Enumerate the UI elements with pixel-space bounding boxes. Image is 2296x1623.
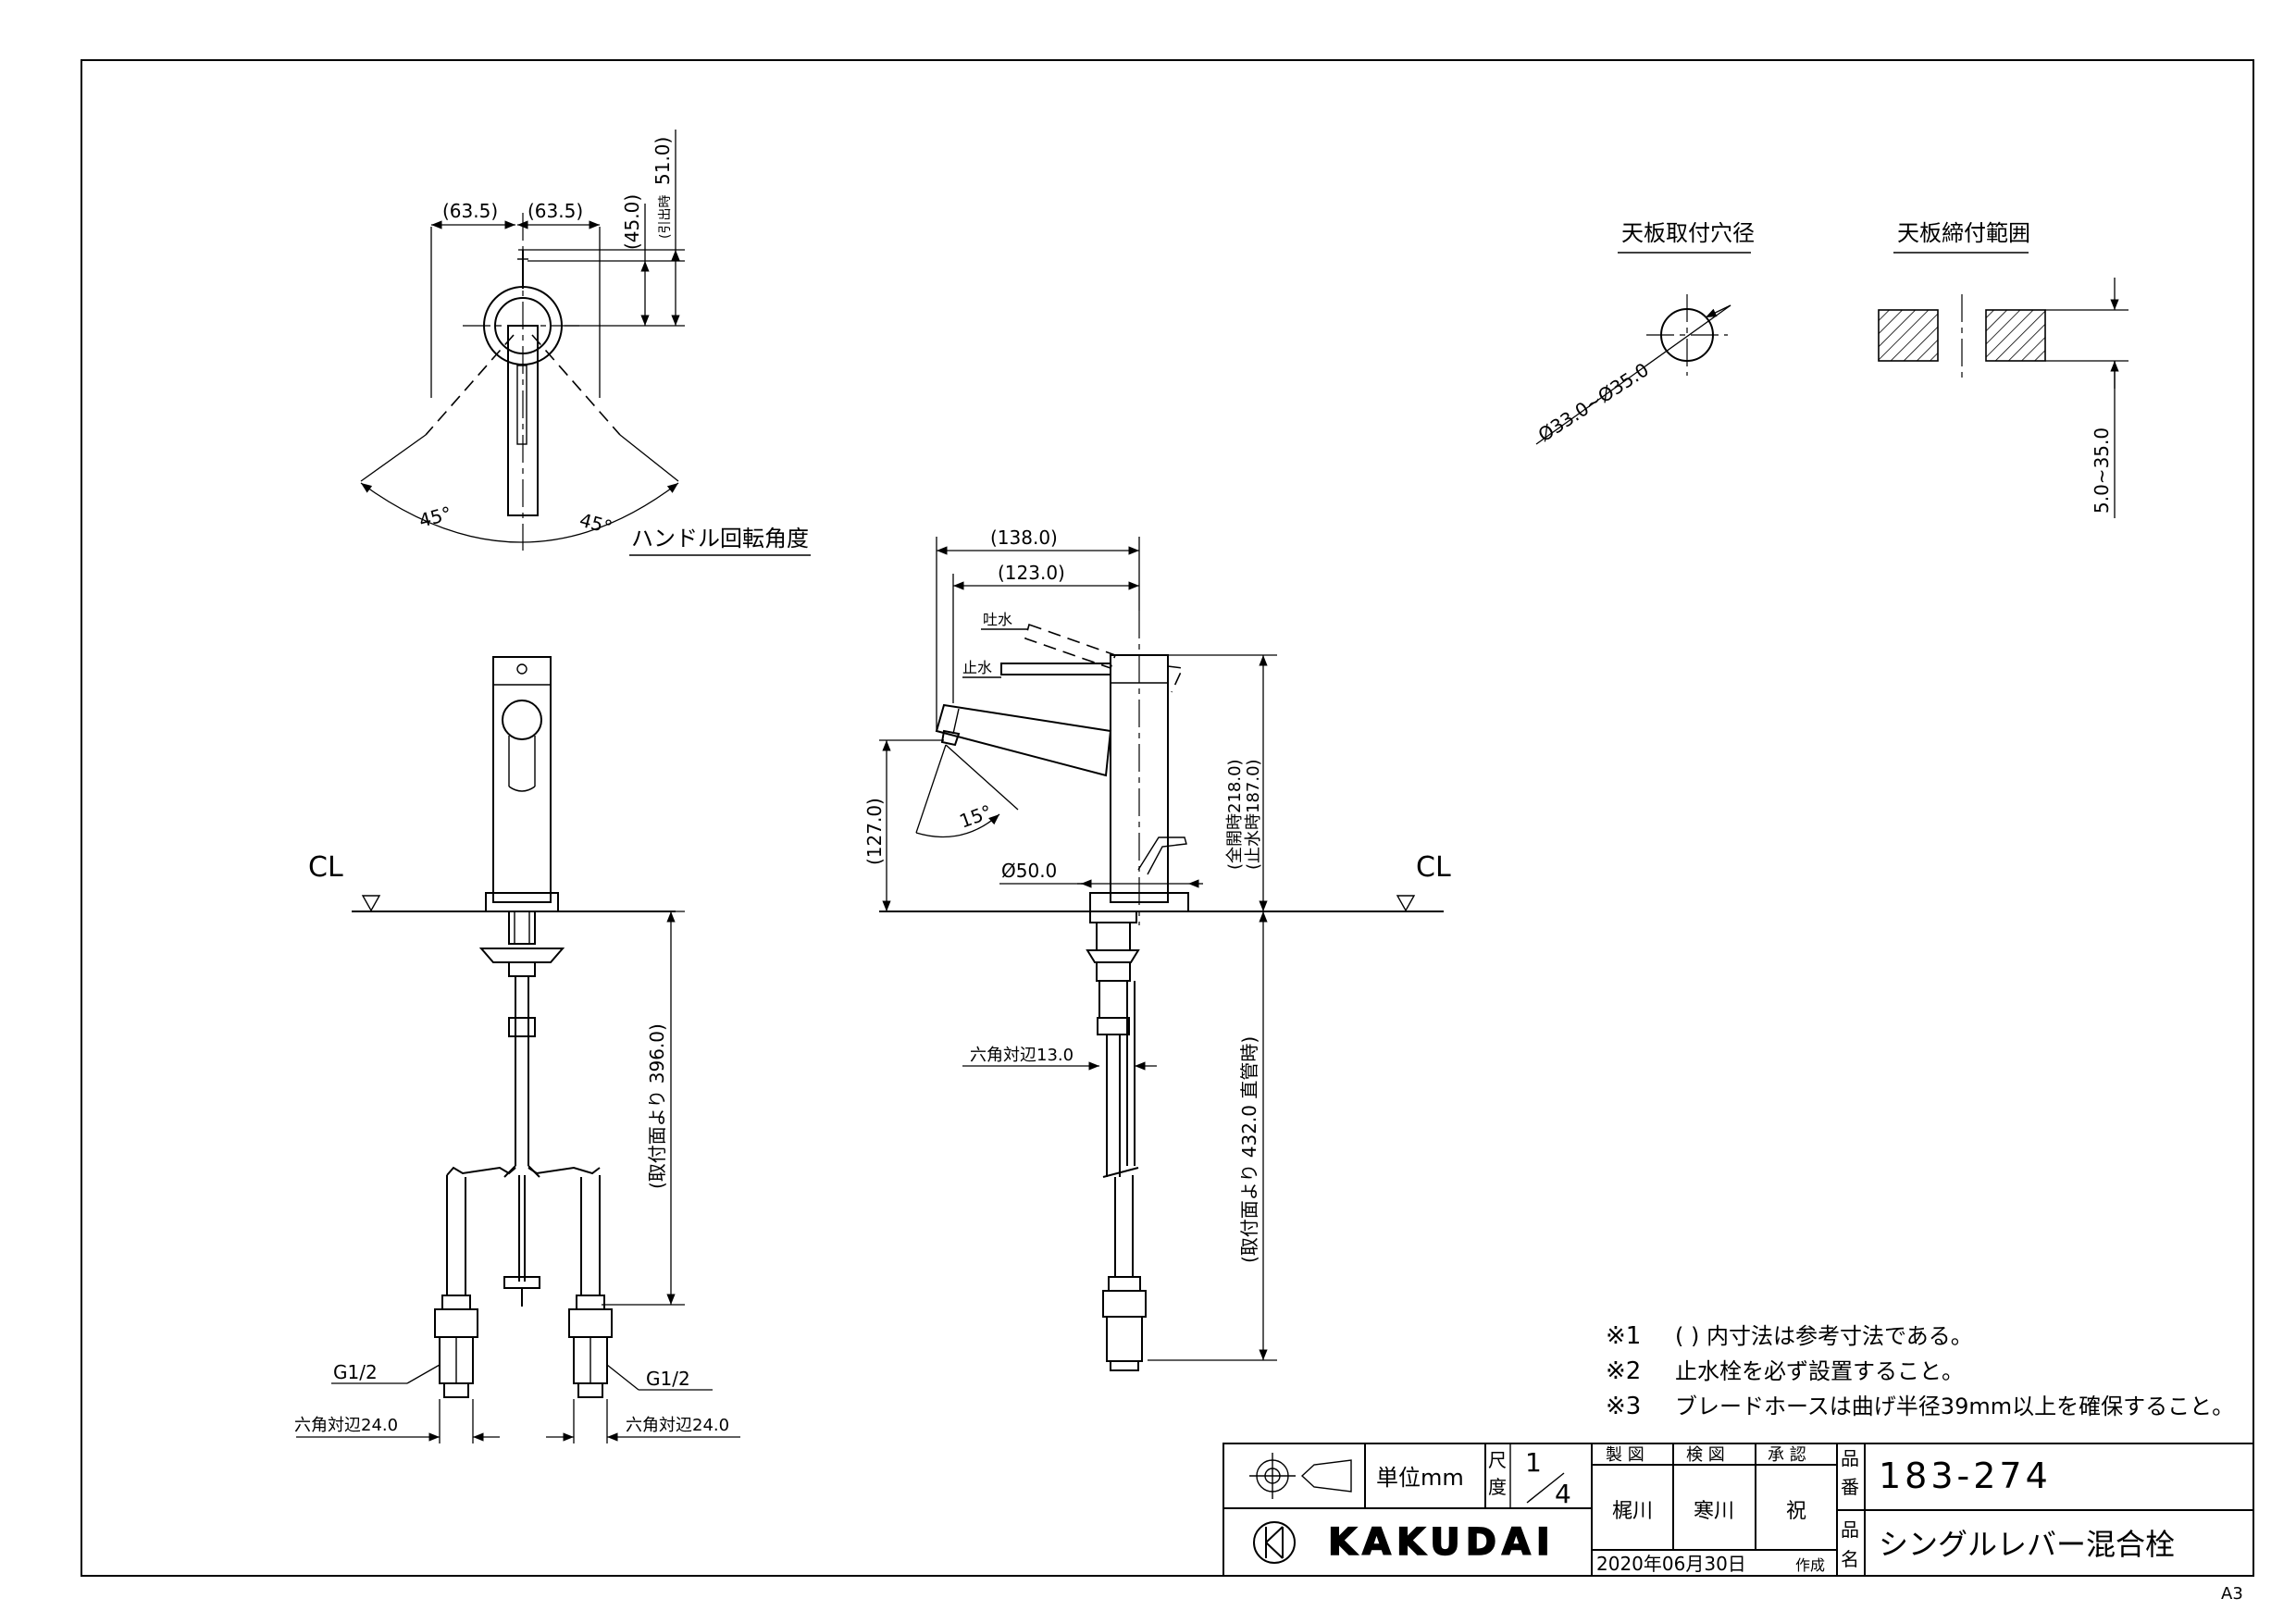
made-label: 作成 [1795,1556,1825,1574]
drawn-by: 梶川 [1612,1500,1653,1523]
scale-label-1: 尺 [1488,1449,1507,1471]
dim-pull-prefix: (引出時 [658,195,673,239]
g-half-left: G1/2 [333,1361,378,1383]
note-2-text: 止水栓を必ず設置すること。 [1675,1358,1964,1384]
note-2-mark: ※2 [1606,1357,1641,1385]
part-no: 183-274 [1879,1456,2052,1496]
dim-432: (取付面より 432.0 直管時) [1238,1036,1260,1263]
name-label-1: 品 [1841,1518,1859,1541]
notes: ※1 ( ) 内寸法は参考寸法である。 ※2 止水栓を必ず設置すること。 ※3 … [1606,1322,2234,1420]
approved-by: 祝 [1786,1500,1806,1523]
g-half-right: G1/2 [646,1368,690,1390]
date: 2020年06月30日 [1596,1553,1746,1575]
checked-head: 検 図 [1686,1445,1725,1465]
note-3-mark: ※3 [1606,1393,1641,1420]
approved-head: 承 認 [1768,1445,1806,1465]
note-1-mark: ※1 [1606,1322,1641,1350]
mount-hole-title: 天板取付穴径 [1621,220,1755,246]
title-block: 単位mm 尺 度 1 4 KAKUDAI 製 図 検 図 承 認 梶川 寒川 祝… [1222,1443,2254,1577]
dim-left-63-5: (63.5) [442,200,498,222]
dim-pull-value: 51.0) [652,137,674,185]
side-view: CL [863,527,1451,1371]
handle-rotation-caption: ハンドル回転角度 [631,526,809,551]
front-view: CL [294,656,740,1443]
brand-name: KAKUDAI [1328,1521,1556,1564]
side-cl-label: CL [1416,851,1451,884]
sheet-size: A3 [2221,1584,2243,1604]
clamp-range-view: 天板締付範囲 5.0~35.0 [1878,220,2128,518]
sheet-border [81,59,2254,1577]
scale-den: 4 [1555,1479,1571,1509]
dim-height-closed: (止水時187.0) [1244,759,1263,870]
scale-label-2: 度 [1488,1476,1507,1498]
clamp-range-dim: 5.0~35.0 [2091,427,2113,514]
top-view: 45° 45° (63.5) (63.5) (45.0) (引出時 51.0) … [360,130,811,556]
angle-right-label: 45° [577,509,614,539]
kakudai-logo: KAKUDAI [1253,1520,1556,1565]
projection-symbol [1249,1453,1352,1499]
front-cl-label: CL [308,851,343,884]
drawn-head: 製 図 [1606,1445,1644,1465]
dim-123: (123.0) [998,562,1065,584]
part-no-label-1: 品 [1841,1447,1859,1469]
mount-hole-view: 天板取付穴径 Ø33.0~Ø35.0 [1534,220,1755,446]
dim-right-63-5: (63.5) [527,200,583,222]
product-name: シングルレバー混合栓 [1879,1527,2175,1562]
dim-hex-13: 六角対辺13.0 [970,1046,1074,1065]
checked-by: 寒川 [1694,1500,1734,1523]
dim-138: (138.0) [990,527,1058,549]
dim-45-0: (45.0) [621,194,643,250]
scale-num: 1 [1525,1447,1542,1478]
part-no-label-2: 番 [1841,1476,1859,1498]
name-label-2: 名 [1841,1548,1859,1570]
hex-24-right: 六角対辺24.0 [626,1416,729,1435]
label-open: 吐水 [983,611,1012,628]
label-closed: 止水 [962,659,992,676]
dim-127: (127.0) [863,798,886,865]
note-3-text: ブレードホースは曲げ半径39mm以上を確保すること。 [1675,1394,2234,1419]
unit-label: 単位mm [1376,1465,1464,1491]
dim-height-full: (全開時218.0) [1225,759,1245,870]
dim-396: (取付面より 396.0) [646,1023,668,1189]
note-1-text: ( ) 内寸法は参考寸法である。 [1675,1323,1973,1349]
angle-left-label: 45° [416,502,453,531]
clamp-range-title: 天板締付範囲 [1897,220,2030,246]
mount-hole-dim: Ø33.0~Ø35.0 [1534,358,1653,446]
dim-base-50: Ø50.0 [1001,860,1057,882]
angle-15: 15° [957,800,996,833]
hex-24-left: 六角対辺24.0 [294,1416,398,1435]
